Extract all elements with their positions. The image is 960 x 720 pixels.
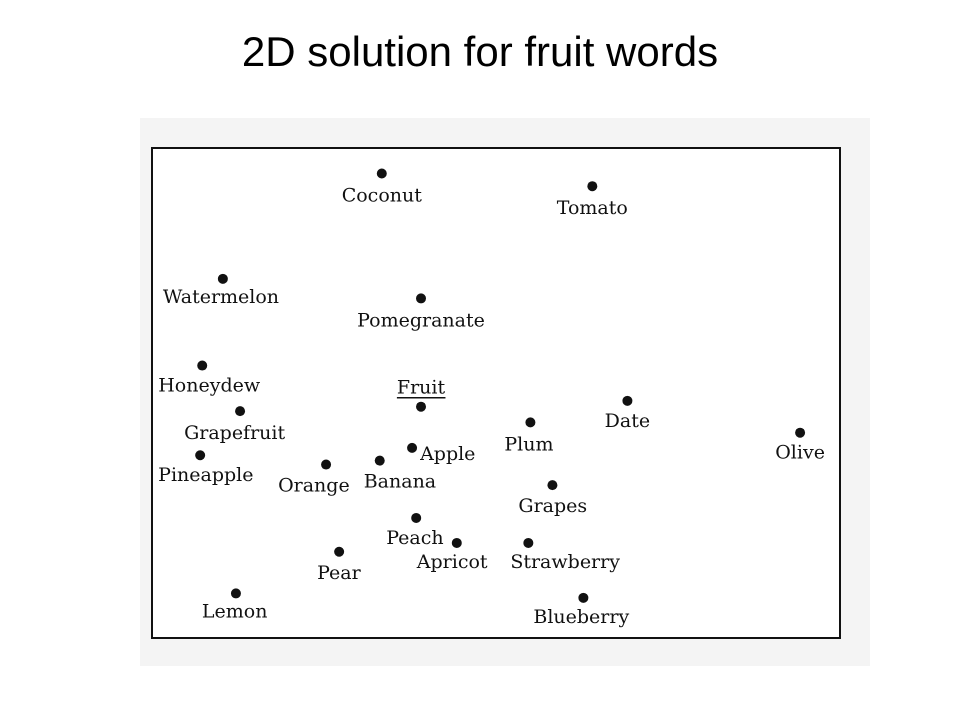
point-label-tomato: Tomato (557, 197, 628, 219)
point-label-orange: Orange (278, 475, 350, 497)
point-coconut (376, 168, 387, 179)
point-label-apricot: Apricot (416, 551, 488, 573)
point-strawberry (523, 537, 534, 548)
point-banana (374, 455, 385, 466)
point-lemon (230, 588, 241, 599)
point-orange (321, 459, 332, 470)
point-tomato (587, 181, 598, 192)
points-layer: CoconutTomatoWatermelonPomegranateHoneyd… (158, 168, 825, 628)
point-olive (795, 427, 806, 438)
point-grapes (547, 480, 558, 491)
plot-frame (151, 147, 841, 639)
point-date (622, 395, 633, 406)
point-label-pear: Pear (317, 562, 362, 584)
point-label-honeydew: Honeydew (158, 375, 261, 397)
point-label-grapes: Grapes (518, 495, 587, 517)
point-label-pomegranate: Pomegranate (357, 309, 485, 331)
point-label-date: Date (605, 410, 650, 432)
point-label-strawberry: Strawberry (510, 551, 620, 573)
point-label-blueberry: Blueberry (533, 606, 629, 628)
point-honeydew (197, 360, 208, 371)
point-label-watermelon: Watermelon (163, 286, 279, 308)
point-apricot (451, 537, 462, 548)
point-grapefruit (235, 406, 246, 417)
point-apple (407, 442, 418, 453)
point-label-fruit: Fruit (397, 377, 446, 399)
slide-title: 2D solution for fruit words (241, 28, 719, 75)
point-blueberry (578, 592, 589, 603)
point-watermelon (217, 273, 228, 284)
point-label-pineapple: Pineapple (158, 464, 253, 486)
point-label-peach: Peach (386, 527, 443, 549)
point-label-plum: Plum (504, 433, 553, 455)
point-fruit (416, 401, 427, 412)
point-peach (411, 512, 422, 523)
point-label-banana: Banana (364, 471, 436, 493)
point-label-lemon: Lemon (202, 600, 268, 622)
point-pomegranate (416, 293, 427, 304)
point-pineapple (195, 450, 206, 461)
point-label-olive: Olive (775, 442, 825, 464)
point-plum (525, 417, 536, 428)
point-label-apple: Apple (419, 443, 475, 465)
point-label-grapefruit: Grapefruit (184, 422, 285, 444)
point-pear (334, 546, 345, 557)
point-label-coconut: Coconut (342, 184, 423, 206)
